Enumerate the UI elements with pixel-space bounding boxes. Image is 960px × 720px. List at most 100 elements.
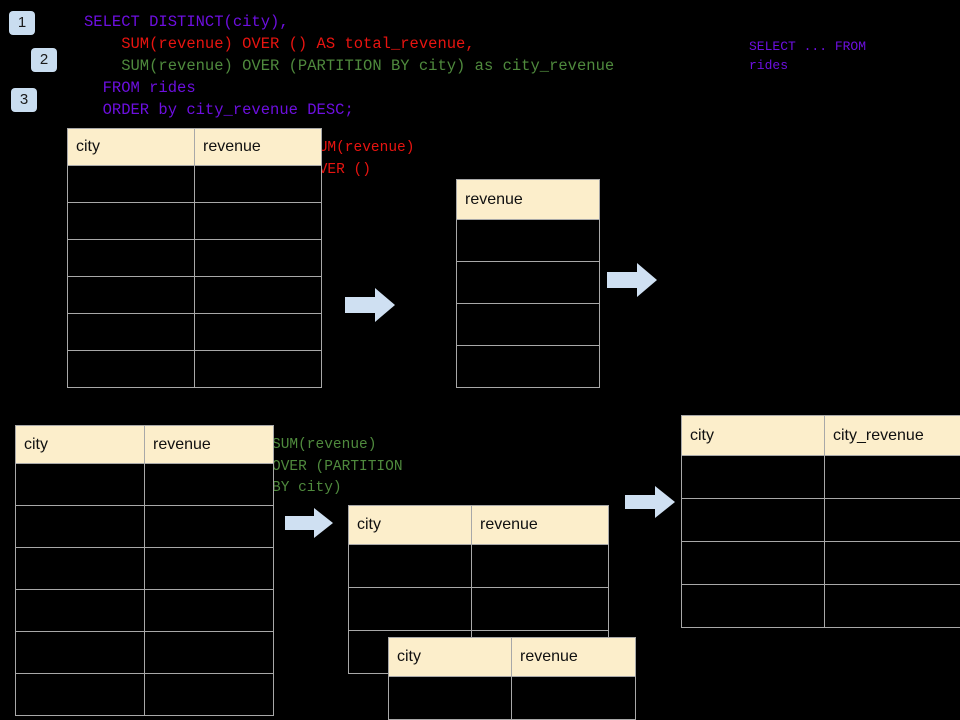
cell-city [348, 544, 472, 588]
cell-revenue [144, 463, 274, 506]
table-row [388, 676, 636, 720]
step-badge-2: 2 [31, 48, 57, 72]
cell-revenue [144, 547, 274, 590]
sql-line-order-by: ORDER by city_revenue DESC; [84, 101, 354, 119]
cell-revenue [194, 350, 322, 388]
annotation-sum-over-empty: SUM(revenue) OVER () [310, 140, 415, 178]
cell-city [67, 350, 195, 388]
table-row [67, 165, 322, 203]
column-header-revenue: revenue [456, 179, 600, 220]
column-header-revenue: revenue [194, 128, 322, 166]
table-header-row: city city_revenue [681, 415, 960, 456]
step-badge-1: 1 [9, 11, 35, 35]
sql-line-select: SELECT DISTINCT(city), [84, 13, 289, 31]
cell-revenue [194, 239, 322, 277]
table-row [348, 587, 609, 631]
cell-revenue [144, 673, 274, 716]
cell-revenue [511, 676, 636, 720]
table-row [15, 589, 274, 632]
sql-line-total-revenue: SUM(revenue) OVER () AS total_revenue, [84, 35, 475, 53]
column-header-revenue: revenue [511, 637, 636, 677]
table-row [15, 547, 274, 590]
table-row [456, 261, 600, 304]
cell-city [67, 202, 195, 240]
cell-city-revenue [824, 584, 960, 628]
table-source-bottom: city revenue [15, 425, 274, 716]
cell-city [15, 673, 145, 716]
table-total-revenue: revenue [456, 179, 600, 388]
cell-revenue [194, 313, 322, 351]
table-row [67, 313, 322, 351]
cell-revenue [471, 544, 609, 588]
table-header-row: city revenue [388, 637, 636, 677]
cell-city [15, 463, 145, 506]
column-header-city: city [348, 505, 472, 545]
step-badge-3: 3 [11, 88, 37, 112]
column-header-city: city [681, 415, 825, 456]
flow-arrow-icon [625, 486, 675, 523]
cell-city [15, 505, 145, 548]
table-row [681, 455, 960, 499]
table-header-row: city revenue [348, 505, 609, 545]
table-row [681, 498, 960, 542]
cell-city [348, 587, 472, 631]
table-row [15, 463, 274, 506]
cell-city [67, 239, 195, 277]
cell-revenue [456, 303, 600, 346]
cell-city-revenue [824, 498, 960, 542]
cell-revenue [456, 219, 600, 262]
table-row [67, 276, 322, 314]
cell-revenue [471, 587, 609, 631]
cell-city [681, 541, 825, 585]
table-row [67, 239, 322, 277]
cell-revenue [194, 202, 322, 240]
table-header-row: city revenue [67, 128, 322, 166]
sql-line-from: FROM rides [84, 79, 196, 97]
table-row [456, 303, 600, 346]
table-source-top: city revenue [67, 128, 322, 388]
column-header-revenue: revenue [471, 505, 609, 545]
cell-revenue [144, 631, 274, 674]
cell-revenue [144, 505, 274, 548]
table-row [67, 350, 322, 388]
flow-arrow-icon [607, 263, 657, 302]
table-header-row: city revenue [15, 425, 274, 464]
cell-city [681, 455, 825, 499]
cell-city [67, 313, 195, 351]
column-header-city-revenue: city_revenue [824, 415, 960, 456]
cell-city [681, 584, 825, 628]
cell-revenue [456, 261, 600, 304]
column-header-city: city [15, 425, 145, 464]
flow-arrow-icon [345, 288, 395, 327]
cell-revenue [194, 276, 322, 314]
column-header-city: city [388, 637, 512, 677]
annotation-select-from-rides: SELECT ... FROM rides [749, 39, 867, 73]
table-row [456, 219, 600, 262]
flow-arrow-icon [285, 508, 333, 543]
cell-city [15, 589, 145, 632]
cell-city [67, 276, 195, 314]
cell-revenue [144, 589, 274, 632]
cell-revenue [456, 345, 600, 388]
column-header-city: city [67, 128, 195, 166]
cell-city [15, 547, 145, 590]
cell-revenue [194, 165, 322, 203]
table-row [681, 584, 960, 628]
column-header-revenue: revenue [144, 425, 274, 464]
cell-city-revenue [824, 455, 960, 499]
table-row [15, 631, 274, 674]
cell-city [681, 498, 825, 542]
cell-city [388, 676, 512, 720]
annotation-sum-over-partition: SUM(revenue) OVER (PARTITION BY city) [272, 437, 403, 496]
table-row [348, 544, 609, 588]
table-row [67, 202, 322, 240]
table-row [15, 505, 274, 548]
cell-city-revenue [824, 541, 960, 585]
cell-city [67, 165, 195, 203]
table-result: city city_revenue [681, 415, 960, 628]
sql-line-city-revenue: SUM(revenue) OVER (PARTITION BY city) as… [84, 57, 615, 75]
table-row [15, 673, 274, 716]
table-partition-front: city revenue [388, 637, 636, 720]
table-row [456, 345, 600, 388]
